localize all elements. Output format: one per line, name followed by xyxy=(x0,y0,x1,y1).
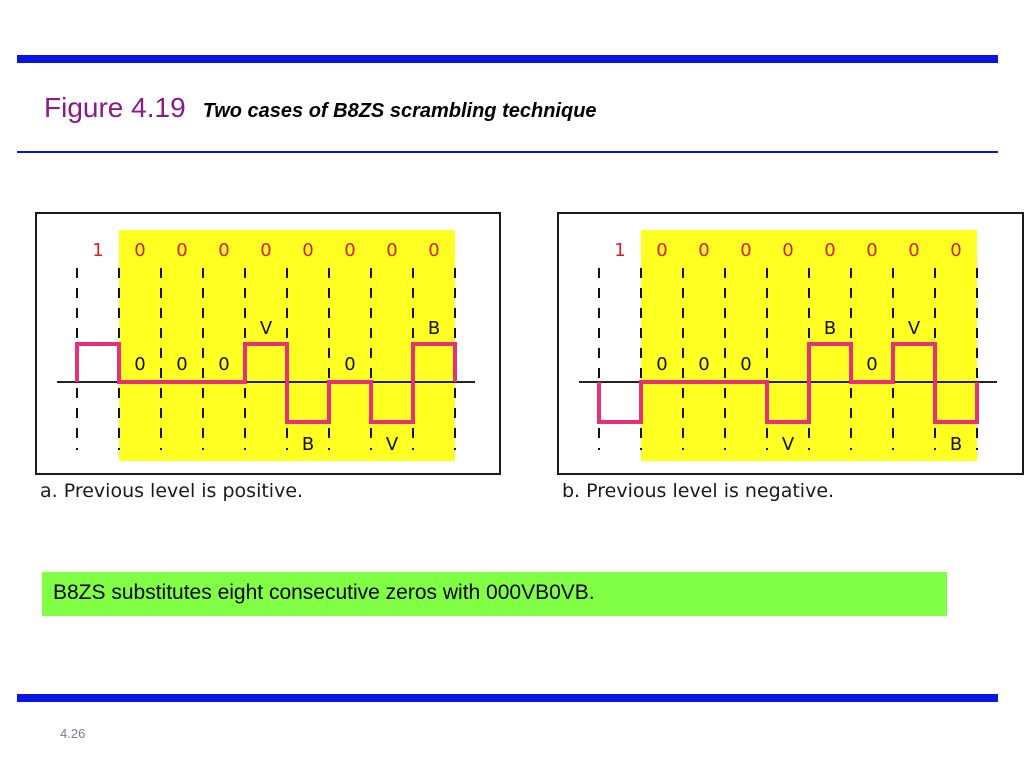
pulse-label: 0 xyxy=(656,354,667,375)
bit-label: 0 xyxy=(260,240,271,261)
bit-label: 1 xyxy=(92,240,103,261)
pulse-label: V xyxy=(386,434,399,455)
bit-label: 0 xyxy=(134,240,145,261)
pulse-label: 0 xyxy=(176,354,187,375)
bit-label: 0 xyxy=(908,240,919,261)
pulse-label: V xyxy=(782,434,795,455)
pulse-label: B xyxy=(950,434,962,455)
bit-label: 0 xyxy=(344,240,355,261)
bit-label: 0 xyxy=(866,240,877,261)
bit-label: 0 xyxy=(950,240,961,261)
pulse-label: V xyxy=(260,318,273,339)
pulse-label: 0 xyxy=(698,354,709,375)
pulse-label: 0 xyxy=(344,354,355,375)
diagram-a-caption: a. Previous level is positive. xyxy=(40,480,304,502)
diagram-b-caption: b. Previous level is negative. xyxy=(562,480,835,502)
bit-label: 0 xyxy=(218,240,229,261)
pulse-label: V xyxy=(908,318,921,339)
bit-label: 0 xyxy=(698,240,709,261)
pulse-label: 0 xyxy=(740,354,751,375)
bit-label: 0 xyxy=(176,240,187,261)
bit-label: 0 xyxy=(428,240,439,261)
summary-note-text: B8ZS substitutes eight consecutive zeros… xyxy=(53,581,595,604)
bit-label: 0 xyxy=(302,240,313,261)
diagram-b-signal xyxy=(597,342,979,424)
bottom-rule xyxy=(17,694,998,702)
bit-label: 0 xyxy=(386,240,397,261)
pulse-label: B xyxy=(302,434,314,455)
page-number: 4.26 xyxy=(60,726,86,741)
figure-number: Figure 4.19 xyxy=(44,92,186,123)
pulse-label: 0 xyxy=(218,354,229,375)
pulse-label: B xyxy=(824,318,836,339)
bit-label: 0 xyxy=(740,240,751,261)
bit-label: 0 xyxy=(656,240,667,261)
figure-caption: Two cases of B8ZS scrambling technique xyxy=(202,100,597,122)
summary-note: B8ZS substitutes eight consecutive zeros… xyxy=(42,572,947,616)
bit-label: 0 xyxy=(824,240,835,261)
slide-title: Figure 4.19 Two cases of B8ZS scrambling… xyxy=(44,92,597,124)
bit-label: 1 xyxy=(614,240,625,261)
bit-label: 0 xyxy=(782,240,793,261)
title-underline xyxy=(17,151,998,153)
diagram-a-signal xyxy=(75,342,457,424)
pulse-label: 0 xyxy=(134,354,145,375)
pulse-label: 0 xyxy=(866,354,877,375)
pulse-label: B xyxy=(428,318,440,339)
top-rule xyxy=(17,55,998,63)
